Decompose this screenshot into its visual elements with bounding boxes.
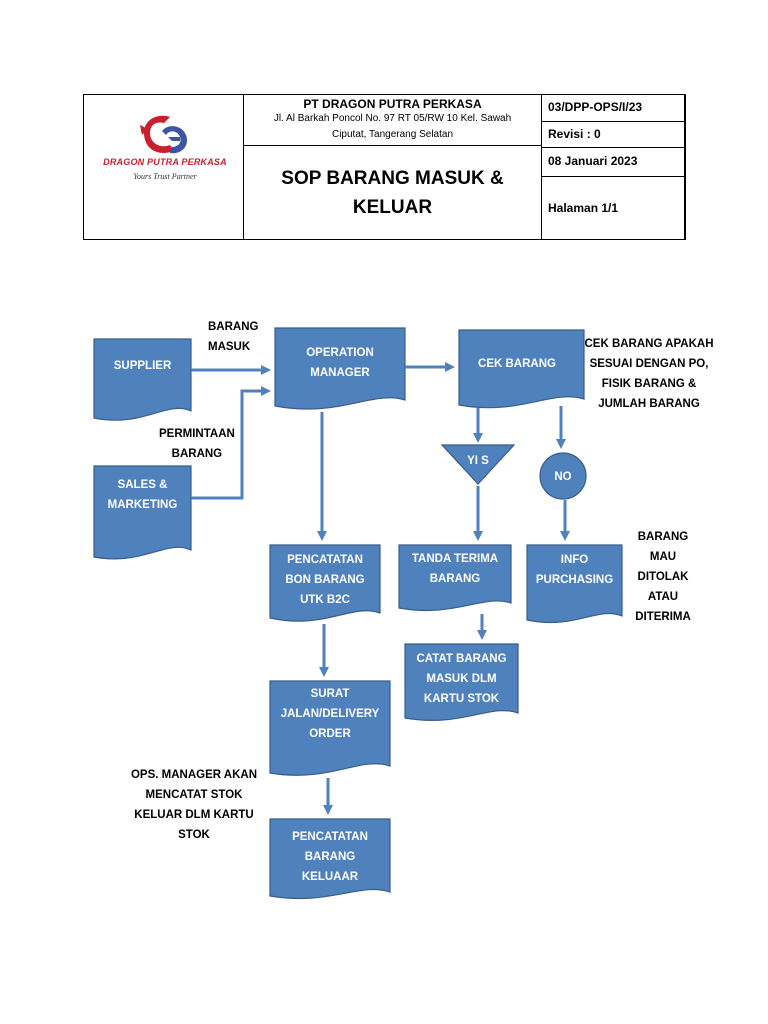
surat-jalan-shape bbox=[269, 680, 391, 776]
cek-barang-shape bbox=[458, 329, 585, 409]
note-cek-barang: CEK BARANG APAKAH SESUAI DENGAN PO, FISI… bbox=[584, 338, 714, 410]
tanda-terima-label: TANDA TERIMA BARANG bbox=[411, 553, 499, 585]
yes-label: YI S bbox=[467, 455, 489, 467]
company-address-line1: Jl. Al Barkah Poncol No. 97 RT 05/RW 10 … bbox=[273, 113, 512, 124]
supplier-shape bbox=[93, 338, 192, 421]
document-title: SOP BARANG MASUK & KELUAR bbox=[244, 164, 541, 222]
revision: Revisi : 0 bbox=[548, 127, 601, 141]
company-address-line2: Ciputat, Tangerang Selatan bbox=[331, 129, 453, 140]
catat-barang-label: CATAT BARANG MASUK DLM KARTU STOK bbox=[416, 653, 507, 705]
logo-wordmark: DRAGON PUTRA PERKASA bbox=[103, 157, 227, 167]
arrow-sales-to-om bbox=[191, 386, 271, 500]
pencatatan-keluar-shape bbox=[269, 818, 391, 900]
document-header: DRAGON PUTRA PERKASA Yours Trust Partner… bbox=[83, 94, 686, 240]
no-decision-shape bbox=[539, 452, 587, 500]
page-number: Halaman 1/1 bbox=[548, 201, 619, 215]
document-title-line1: SOP BARANG MASUK & bbox=[281, 168, 504, 189]
doc-number: 03/DPP-OPS/I/23 bbox=[548, 100, 643, 114]
tanda-terima-shape bbox=[398, 544, 512, 612]
supplier-label: SUPPLIER bbox=[113, 360, 172, 372]
pencatatan-bon-label: PENCATATAN BON BARANG UTK B2C bbox=[285, 554, 365, 606]
surat-jalan-label: SURAT JALAN/DELIVERY ORDER bbox=[280, 688, 380, 740]
note-permintaan-barang: PERMINTAAN BARANG bbox=[159, 428, 235, 460]
no-label: NO bbox=[554, 471, 572, 483]
info-purchasing-label: INFO PURCHASING bbox=[535, 554, 614, 586]
sales-marketing-label: SALES & MARKETING bbox=[107, 479, 178, 511]
title-cell: SOP BARANG MASUK & KELUAR bbox=[243, 145, 542, 240]
operation-manager-label: OPERATION MANAGER bbox=[306, 347, 374, 379]
cek-barang-label: CEK BARANG bbox=[478, 358, 556, 370]
page-cell: Halaman 1/1 bbox=[541, 176, 686, 240]
catat-barang-shape bbox=[404, 643, 519, 722]
note-barang-masuk: BARANG MASUK bbox=[208, 321, 259, 353]
document-date: 08 Januari 2023 bbox=[548, 154, 638, 168]
info-purchasing-shape bbox=[526, 544, 623, 624]
company-name: PT DRAGON PUTRA PERKASA bbox=[303, 97, 482, 111]
pencatatan-bon-shape bbox=[269, 544, 381, 622]
operation-manager-shape bbox=[274, 327, 406, 410]
document-title-line2: KELUAR bbox=[352, 197, 433, 218]
note-barang-ditolak: BARANG MAU DITOLAK ATAU DITERIMA bbox=[635, 531, 691, 623]
sales-marketing-shape bbox=[93, 465, 192, 560]
yes-decision-shape bbox=[440, 444, 516, 485]
pencatatan-keluar-label: PENCATATAN BARANG KELUAAR bbox=[292, 831, 368, 883]
logo-tagline: Yours Trust Partner bbox=[133, 172, 197, 181]
note-ops-manager: OPS. MANAGER AKAN MENCATAT STOK KELUAR D… bbox=[130, 769, 258, 841]
dragon-logo-icon bbox=[140, 115, 188, 154]
